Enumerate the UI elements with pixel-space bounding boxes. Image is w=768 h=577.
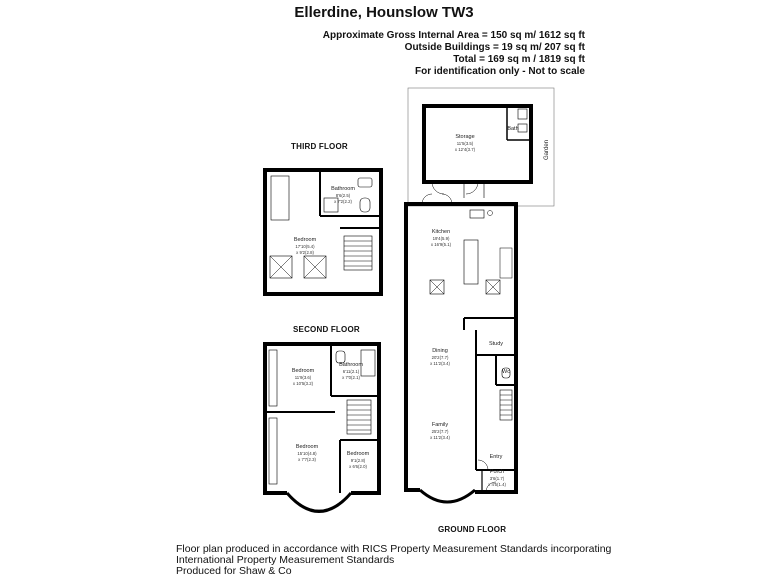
room-dimension: 8'6(2.5) [336,193,351,198]
room-name: Bedroom [294,237,317,243]
room-name: Dining [432,348,448,354]
outbuilding-plan [422,104,533,198]
stair [343,235,373,271]
room-name: Bath [507,126,518,132]
room-name: Bedroom [292,368,315,374]
room-dimension: 9'1(2.8) [351,458,366,463]
room-name: Wc [502,369,510,375]
ground-floor-plan [404,193,518,504]
wardrobe [268,417,278,485]
room-name: Storage [455,134,474,140]
skylight [303,255,327,279]
room-dimension: 20'2(7.7) [432,355,449,360]
wardrobe [268,349,278,407]
second-floor-label: SECOND FLOOR [293,325,360,334]
kitchen-island [463,239,479,285]
stair [346,399,372,435]
bay-window [285,492,353,513]
room-dimension: x 11'2(3.4) [430,435,450,440]
room-name: Entry [490,454,503,460]
room-dimension: x 16'9(5.1) [431,242,452,247]
room-dimension: x 7'7(2.3) [298,457,316,462]
room-name: Bathroom [339,362,363,368]
skylight [485,279,501,295]
hob [499,247,513,279]
room-dimension: 6'11(2.1) [343,369,360,374]
room-dimension: x 7'0(2.1) [342,375,360,380]
room-dimension: 15'10(4.8) [297,451,317,456]
footer-line: International Property Measurement Stand… [176,554,395,566]
second-floor-plan [263,342,381,513]
basin [517,123,528,133]
room-name: Kitchen [432,229,450,235]
footer-notes: Floor plan produced in accordance with R… [176,544,611,577]
identification-note: For identification only - Not to scale [414,66,585,77]
room-dimension: 3'6(1.7) [490,476,505,481]
area-summary: Approximate Gross Internal Area = 150 sq… [323,30,585,78]
room-dimension: 25'2(7.7) [432,429,449,434]
toilet [359,197,371,213]
page-title: Ellerdine, Hounslow TW3 [294,4,474,21]
room-dimension: x 4'5(1.4) [488,482,506,487]
bath-fixture [360,349,376,377]
bath-fixture [323,197,339,213]
outside-area: Outside Buildings = 19 sq m/ 207 sq ft [404,42,585,53]
footer-line: Produced for Shaw & Co [176,565,292,577]
room-dimension: 19'4(5.9) [433,236,450,241]
skylight [429,279,445,295]
ground-floor-outline [404,202,518,494]
room-dimension: x 10'5(3.2) [293,381,314,386]
toilet [335,350,346,364]
room-name: Bedroom [296,444,319,450]
basin [357,177,373,188]
outbuilding-outline [422,104,533,184]
room-dimension: 11'5(3.5) [457,141,474,146]
gross-area: Approximate Gross Internal Area = 150 sq… [322,30,585,41]
third-floor-plan [263,168,383,296]
room-name: Bathroom [331,186,355,192]
skylight [269,255,293,279]
room-dimension: x 11'2(3.4) [430,361,450,366]
room-dimension: x 9'2(2.8) [296,250,314,255]
third-floor-outline [263,168,383,296]
third-floor-label: THIRD FLOOR [291,142,348,151]
toilet [517,108,528,120]
room-name: Porch [490,469,504,475]
room-name: Study [489,341,503,347]
room-dimension: 11'9(3.6) [295,375,312,380]
total-area: Total = 169 sq m / 1819 sq ft [453,54,585,65]
room-name: Garden [544,140,550,160]
wardrobe [270,175,290,221]
room-dimension: x 6'6(2.0) [349,464,367,469]
room-dimension: x 7'2(2.2) [334,199,352,204]
room-dimension: 17'10(5.4) [295,244,315,249]
ground-floor-label: GROUND FLOOR [438,525,507,534]
footer-line: Floor plan produced in accordance with R… [176,543,612,555]
room-dimension: x 12'4(3.7) [455,147,476,152]
toilet [501,367,511,379]
room-name: Family [432,422,448,428]
sink [469,209,485,219]
room-name: Bedroom [347,451,370,457]
second-floor-outline [263,342,381,495]
